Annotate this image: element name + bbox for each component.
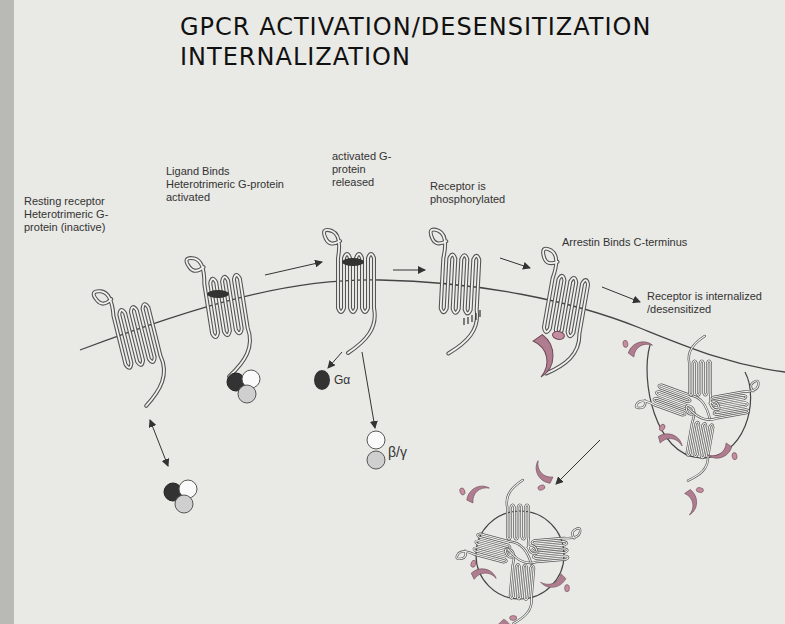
g-beta (367, 431, 385, 449)
release-arrow (328, 352, 342, 368)
arrestin (527, 327, 565, 379)
diagram-title: GPCR ACTIVATION/DESENSITIZATION INTERNAL… (180, 12, 740, 72)
step-label: Resting receptor Heterotrimeric G-protei… (24, 195, 134, 235)
step-label: Ligand Binds Heterotrimeric G-protein ac… (166, 165, 296, 205)
g-gamma (367, 451, 385, 469)
internalizing-vesicle (622, 336, 763, 517)
g-protein (164, 480, 197, 513)
gpcr-receptor (522, 248, 593, 378)
step-label: β/γ (388, 444, 407, 461)
step-arrow (265, 262, 322, 275)
gpcr-receptor (424, 229, 481, 354)
step-label: Receptor is phosphorylated (430, 180, 530, 206)
step-label: activated G-protein released (332, 150, 404, 190)
step-label: Receptor is internalized /desensitized (645, 290, 781, 316)
gpcr-receptor (186, 251, 255, 380)
g-protein (227, 370, 260, 403)
step-label: Arrestin Binds C-terminus (562, 236, 687, 249)
step-arrow (393, 270, 425, 271)
step-arrow (602, 287, 640, 302)
ligand (207, 290, 229, 298)
g-alpha (314, 370, 330, 390)
equilibrium-arrow (150, 420, 168, 466)
photo-edge (0, 0, 14, 624)
gpcr-receptor (324, 230, 375, 353)
release-arrow (362, 352, 375, 428)
step-arrow (500, 258, 530, 268)
gpcr-receptor (93, 280, 172, 412)
cell-membrane (80, 280, 785, 372)
ligand (342, 258, 364, 266)
step-arrow (556, 440, 600, 484)
endocytic-vesicle (456, 458, 582, 624)
step-label: Gα (334, 373, 350, 387)
phosphate-marks (464, 310, 480, 325)
